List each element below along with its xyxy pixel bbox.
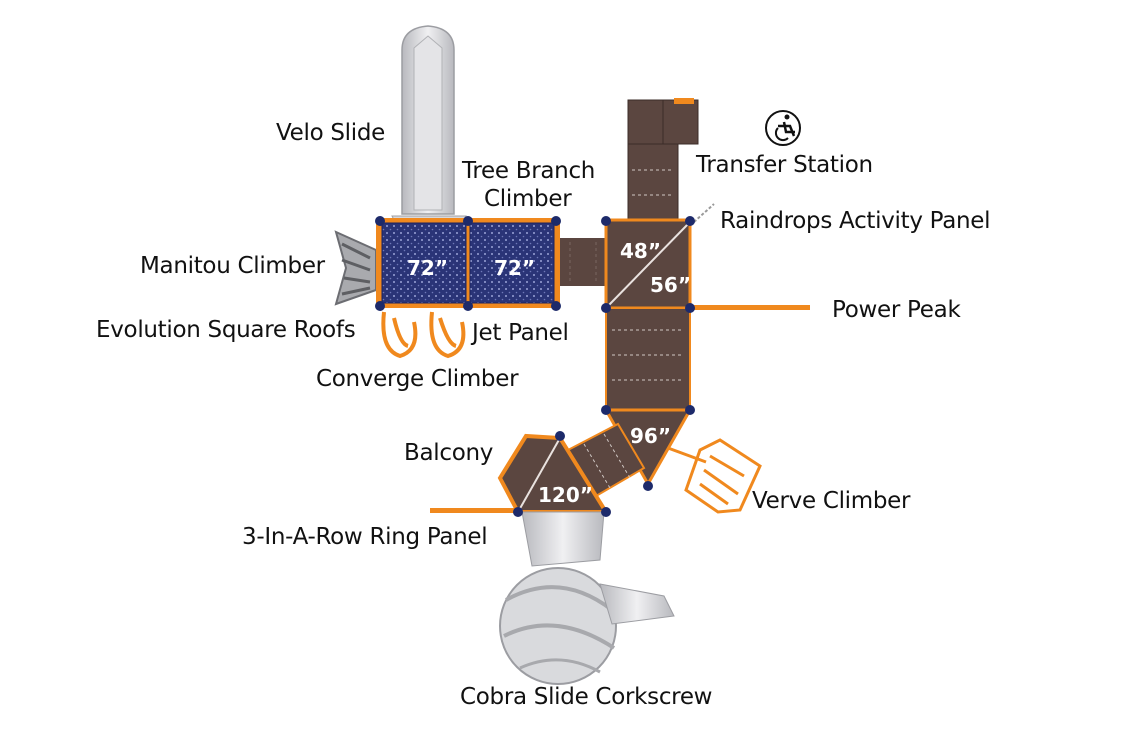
label-raindrops-panel: Raindrops Activity Panel <box>720 208 991 234</box>
transfer-station <box>627 98 699 225</box>
cobra-slide <box>499 511 675 685</box>
deck-upper: 48” 56” <box>604 218 692 310</box>
roof-right-size: 72” <box>494 256 535 280</box>
walkway <box>605 307 691 411</box>
deck-lower-size: 56” <box>650 273 691 297</box>
label-power-peak: Power Peak <box>832 297 961 323</box>
deck-balcony-size: 120” <box>538 483 593 507</box>
wheelchair-icon <box>765 110 801 146</box>
label-balcony: Balcony <box>404 440 494 466</box>
label-tree-branch-2: Climber <box>484 186 572 212</box>
velo-slide <box>391 25 467 225</box>
raindrops-activity-panel <box>693 203 715 223</box>
label-velo-slide: Velo Slide <box>276 120 386 146</box>
label-converge-climber: Converge Climber <box>316 366 519 392</box>
balcony-deck: 120” <box>497 433 610 514</box>
verve-climber <box>667 438 762 514</box>
converge-climber <box>381 311 466 359</box>
connector-bridge <box>560 238 606 286</box>
label-verve-climber: Verve Climber <box>752 488 911 514</box>
label-transfer-station: Transfer Station <box>696 152 873 178</box>
manitou-climber <box>334 230 377 306</box>
label-jet-panel: Jet Panel <box>472 320 569 346</box>
power-peak <box>690 305 810 310</box>
posts <box>375 216 695 517</box>
ring-panel <box>430 508 518 513</box>
deck-upper-size: 48” <box>620 239 661 263</box>
evolution-square-roofs: 72” 72” <box>376 218 560 308</box>
roof-left-size: 72” <box>407 256 448 280</box>
deck-tri-size: 96” <box>630 424 671 448</box>
label-tree-branch-1: Tree Branch <box>462 158 596 184</box>
label-ring-panel: 3-In-A-Row Ring Panel <box>242 524 488 550</box>
label-manitou-climber: Manitou Climber <box>140 253 325 279</box>
label-evolution-roofs: Evolution Square Roofs <box>96 317 356 343</box>
label-cobra-slide: Cobra Slide Corkscrew <box>460 684 713 710</box>
